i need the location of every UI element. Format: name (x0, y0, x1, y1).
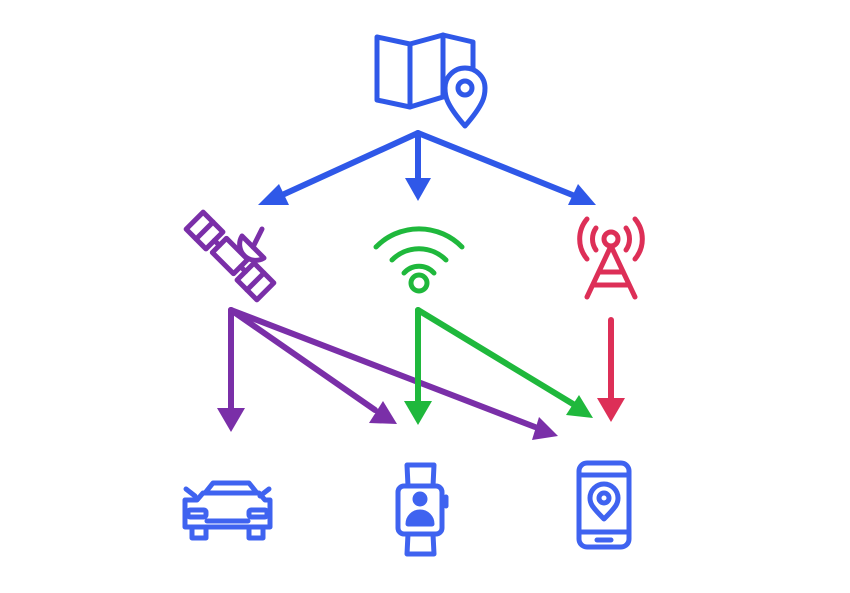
edge-wifi-watch (404, 307, 432, 425)
edge-source-wifi (405, 130, 431, 201)
edge-source-tower (415, 130, 596, 205)
map-location-icon (374, 32, 488, 129)
wifi-icon (373, 226, 465, 294)
edge-source-satellite (258, 130, 421, 205)
smartphone-location-icon (576, 460, 632, 550)
cell-tower-icon (577, 216, 645, 300)
edge-satellite-watch (228, 307, 397, 424)
car-icon (182, 480, 273, 541)
smartwatch-icon (395, 462, 449, 557)
edge-wifi-phone (415, 307, 593, 418)
edge-satellite-phone (228, 307, 558, 440)
satellite-icon (183, 209, 277, 303)
edge-satellite-car (217, 307, 245, 432)
edge-tower-phone (597, 317, 625, 422)
edges (217, 130, 625, 440)
